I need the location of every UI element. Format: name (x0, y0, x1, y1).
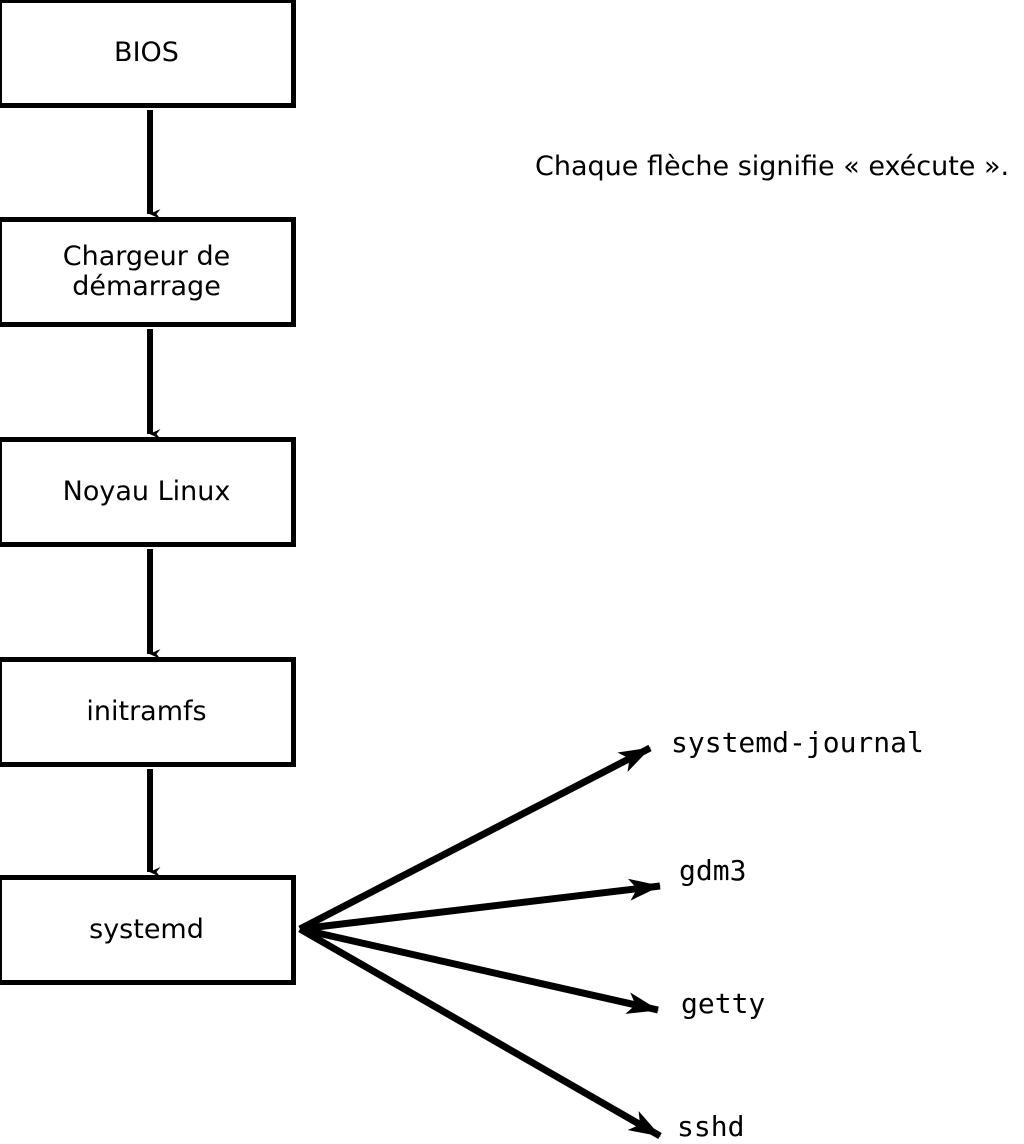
arrow-systemd-to-getty (299, 925, 659, 1014)
fanout-arrow-group (298, 744, 662, 1140)
node-kernel[interactable]: Noyau Linux (0, 437, 296, 547)
node-systemd[interactable]: systemd (0, 875, 296, 985)
service-label-sshd: sshd (677, 1110, 745, 1143)
node-bootloader[interactable]: Chargeur de démarrage (0, 217, 296, 327)
node-initramfs[interactable]: initramfs (0, 657, 296, 767)
node-bootloader-label: Chargeur de démarrage (62, 240, 231, 302)
arrow-systemd-to-systemd-journal (298, 744, 652, 933)
service-label-gdm3: gdm3 (679, 854, 747, 887)
diagram-caption: Chaque flèche signifie « exécute ». (535, 151, 1010, 182)
node-kernel-label: Noyau Linux (62, 475, 231, 507)
arrow-systemd-to-gdm3 (299, 878, 661, 933)
service-label-getty: getty (681, 987, 766, 1020)
node-bios[interactable]: BIOS (0, 0, 296, 108)
node-initramfs-label: initramfs (86, 695, 207, 727)
node-bios-label: BIOS (114, 36, 179, 68)
arrow-systemd-to-sshd (298, 925, 662, 1140)
node-systemd-label: systemd (89, 913, 204, 945)
service-label-systemd-journal: systemd-journal (671, 726, 924, 759)
